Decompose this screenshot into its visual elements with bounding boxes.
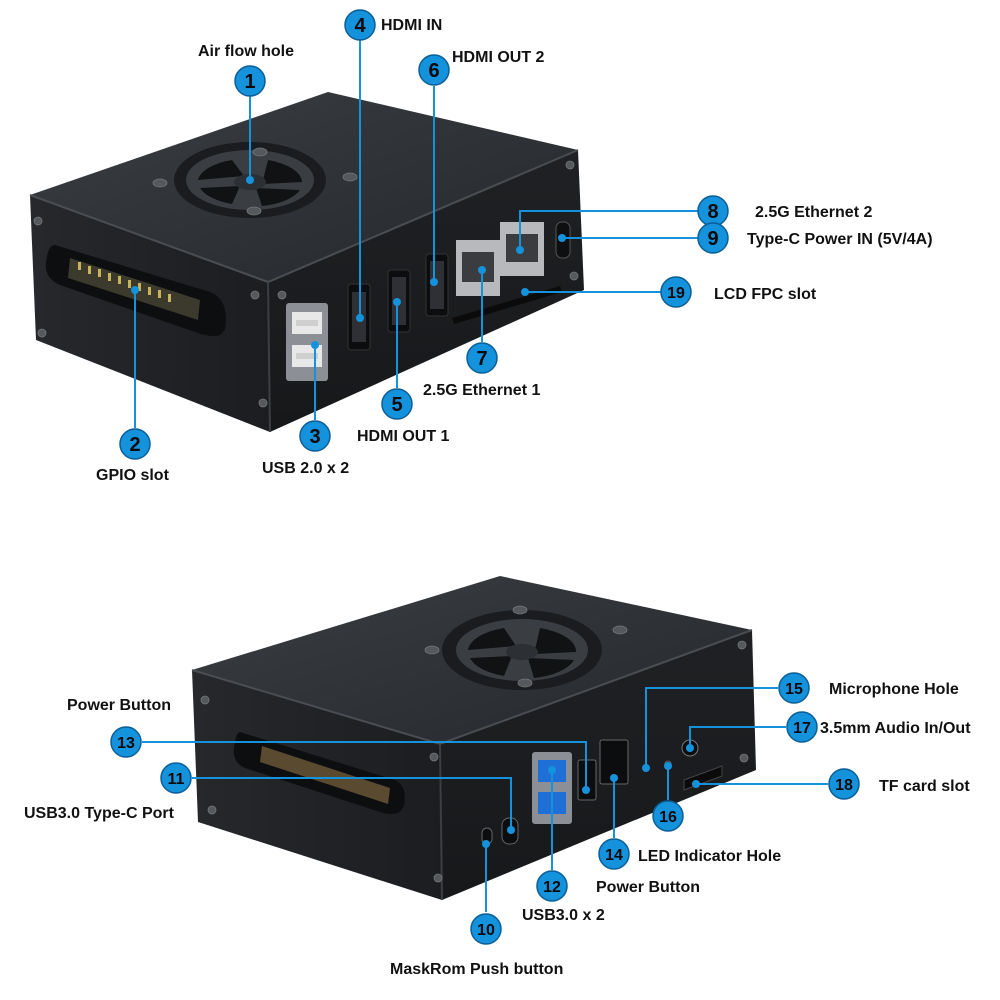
- label-maskrom: MaskRom Push button: [390, 961, 563, 978]
- lcd-fpc-slot: [452, 286, 562, 324]
- svg-text:14: 14: [605, 847, 623, 864]
- svg-text:8: 8: [707, 201, 718, 223]
- label-power-button-16: Power Button: [596, 879, 700, 896]
- callout-badge-4: 4: [344, 9, 376, 41]
- callout-badge-6: 6: [418, 54, 450, 86]
- label-gpio-slot: GPIO slot: [96, 467, 170, 484]
- label-led-indicator: LED Indicator Hole: [638, 848, 781, 865]
- case-bottom-view: [191, 576, 756, 901]
- screws: [33, 147, 579, 408]
- label-hdmi-out-2: HDMI OUT 2: [452, 49, 545, 66]
- svg-text:11: 11: [168, 771, 185, 788]
- svg-text:5: 5: [391, 394, 402, 416]
- callout-badge-12: 12: [536, 870, 568, 902]
- svg-text:18: 18: [835, 777, 853, 794]
- callout-badge-1: 1: [234, 65, 266, 97]
- label-power-button-13: Power Button: [67, 697, 171, 714]
- svg-text:13: 13: [117, 735, 135, 752]
- callout-badge-19: 19: [660, 276, 692, 308]
- svg-text:1: 1: [244, 71, 255, 93]
- svg-text:4: 4: [354, 15, 366, 37]
- callout-badge-11: 11: [160, 762, 192, 794]
- label-ethernet-2: 2.5G Ethernet 2: [755, 204, 872, 221]
- label-usb3-typec: USB3.0 Type-C Port: [24, 805, 175, 822]
- label-microphone: Microphone Hole: [829, 681, 959, 698]
- label-usb2: USB 2.0 x 2: [262, 460, 349, 477]
- callout-badge-16: 16: [652, 800, 684, 832]
- callout-badge-2: 2: [119, 428, 151, 460]
- label-usb3: USB3.0 x 2: [522, 907, 605, 924]
- callout-badge-5: 5: [381, 388, 413, 420]
- callout-badge-10: 10: [470, 913, 502, 945]
- label-hdmi-out-1: HDMI OUT 1: [357, 428, 450, 445]
- label-typec-power: Type-C Power IN (5V/4A): [747, 231, 933, 248]
- leader-lines: [131, 40, 828, 912]
- callout-badge-7: 7: [466, 342, 498, 374]
- callout-badge-17: 17: [786, 711, 818, 743]
- callout-badge-13: 13: [110, 726, 142, 758]
- label-air-flow-hole: Air flow hole: [198, 43, 294, 60]
- svg-text:12: 12: [543, 879, 561, 896]
- case2-front-face: [440, 630, 756, 900]
- label-audio: 3.5mm Audio In/Out: [820, 720, 971, 737]
- svg-text:16: 16: [659, 809, 677, 826]
- svg-text:17: 17: [793, 720, 811, 737]
- svg-text:6: 6: [428, 60, 439, 82]
- case-top-view: [29, 92, 584, 433]
- label-lcd-fpc: LCD FPC slot: [714, 286, 817, 303]
- svg-text:10: 10: [477, 922, 495, 939]
- svg-text:2: 2: [129, 434, 140, 456]
- callout-badge-15: 15: [778, 672, 810, 704]
- svg-text:7: 7: [476, 348, 487, 370]
- svg-text:19: 19: [667, 285, 685, 302]
- label-hdmi-in: HDMI IN: [381, 17, 442, 34]
- ethernet-ports: [456, 222, 544, 296]
- label-ethernet-1: 2.5G Ethernet 1: [423, 382, 540, 399]
- usb2-ports: [286, 303, 328, 381]
- callout-badge-18: 18: [828, 768, 860, 800]
- svg-text:3: 3: [309, 426, 320, 448]
- callout-badge-14: 14: [598, 838, 630, 870]
- callout-badge-8: 8: [697, 195, 729, 227]
- callout-badge-3: 3: [299, 420, 331, 452]
- svg-text:15: 15: [785, 681, 803, 698]
- fan2-icon: [442, 610, 602, 690]
- label-tf-card: TF card slot: [879, 778, 970, 795]
- svg-text:9: 9: [707, 228, 718, 250]
- callout-badge-9: 9: [697, 222, 729, 254]
